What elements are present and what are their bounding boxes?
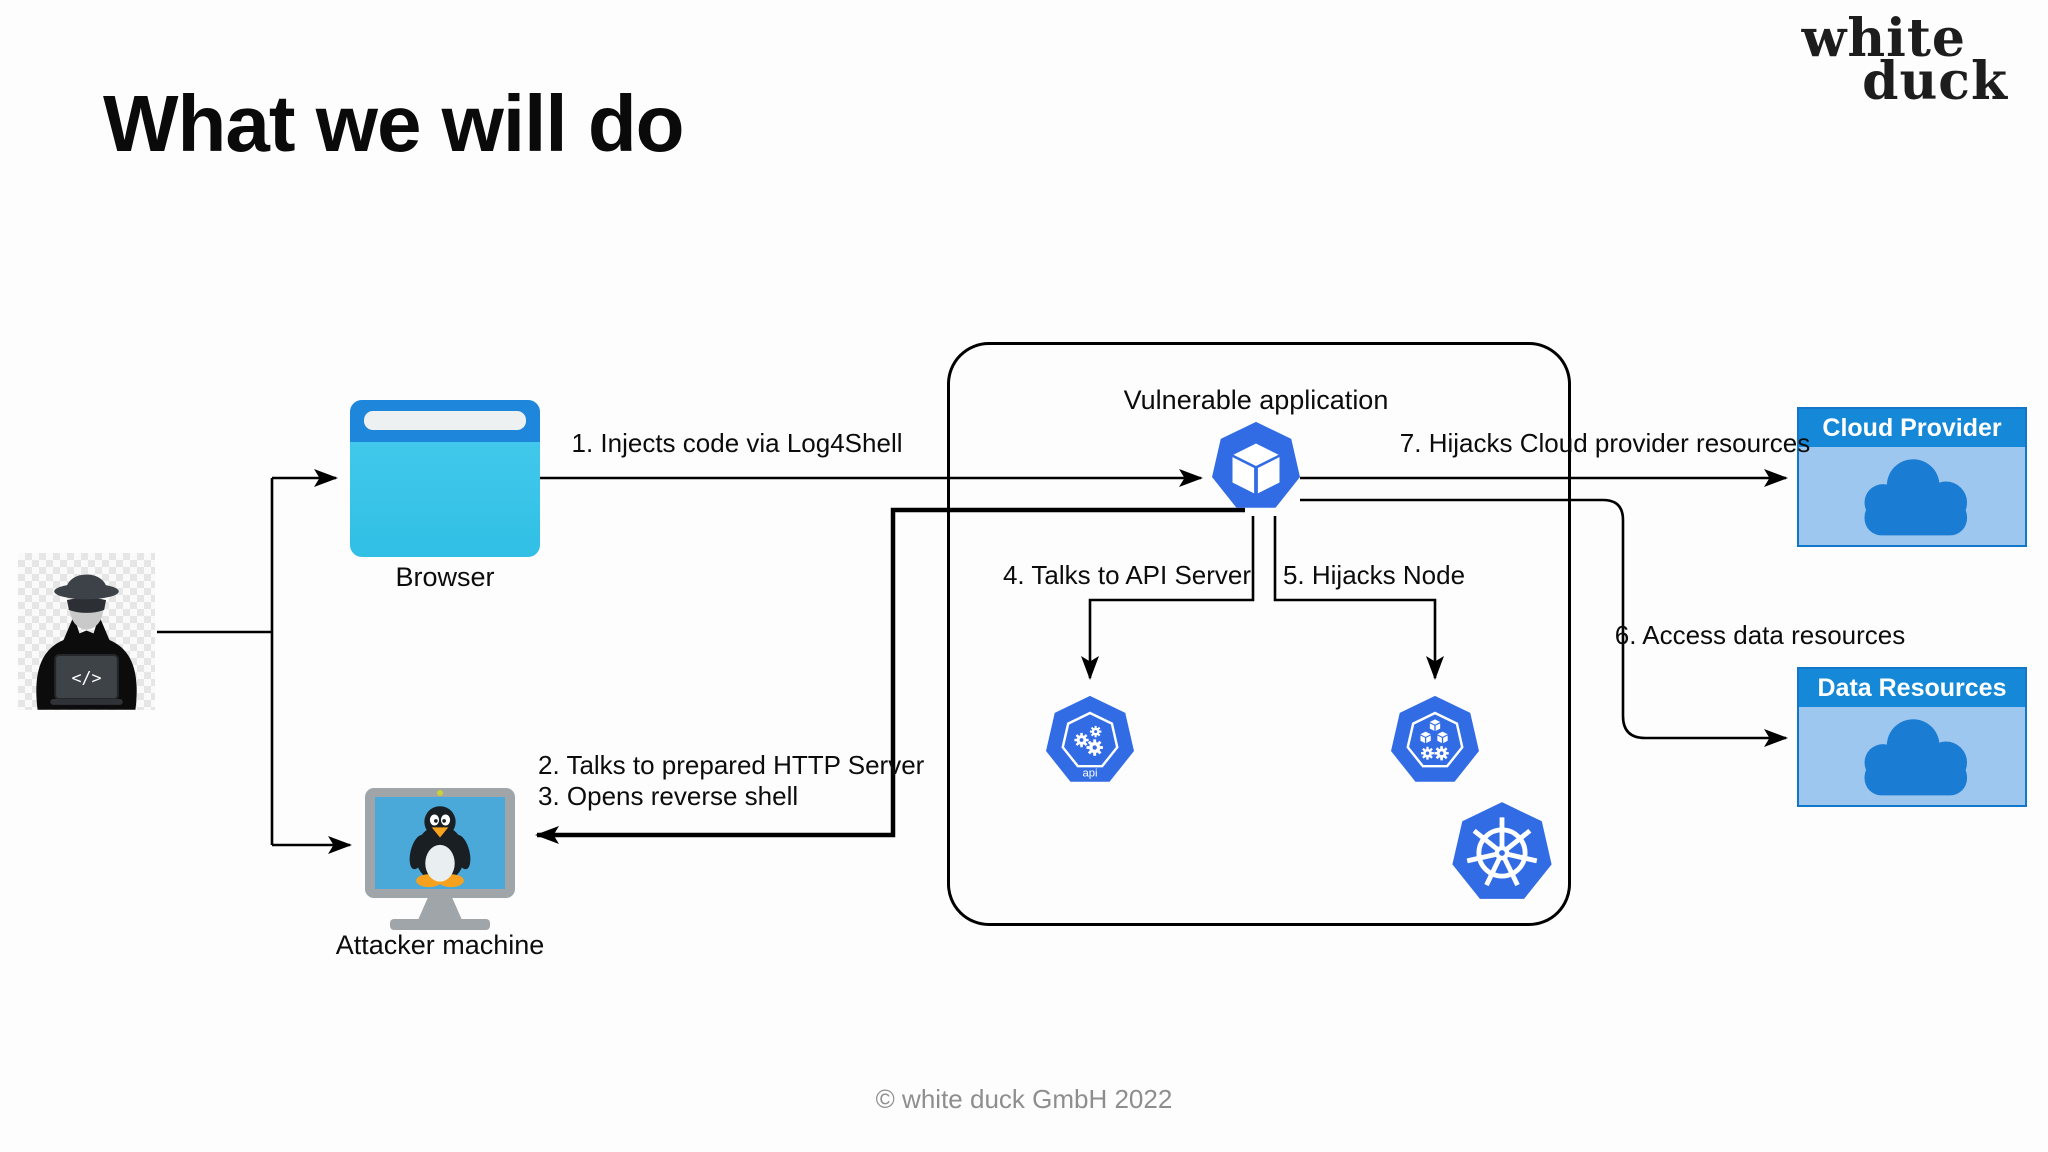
edge-7-label: 7. Hijacks Cloud provider resources — [1399, 428, 1811, 458]
browser-label: Browser — [395, 562, 495, 592]
cloud-icon — [1864, 459, 1967, 536]
cloud-provider-body — [1799, 447, 2025, 545]
vulnerable-application-label: Vulnerable application — [1123, 385, 1389, 415]
edge-2-label: 2. Talks to prepared HTTP Server — [538, 750, 925, 780]
cloud-provider-box: Cloud Provider — [1797, 407, 2027, 547]
kubernetes-node-icon — [1391, 695, 1479, 782]
monitor-webcam-dot — [437, 790, 443, 796]
edge-3-label: 3. Opens reverse shell — [538, 781, 799, 811]
white-duck-logo: white duck — [1801, 8, 2008, 112]
monitor-stand-base — [390, 919, 490, 930]
edge-1-label: 1. Injects code via Log4Shell — [571, 428, 903, 458]
kubernetes-cluster-boundary — [947, 342, 1571, 926]
edge-5-label: 5. Hijacks Node — [1282, 560, 1466, 590]
attacker-machine-icon — [365, 788, 515, 930]
logo-line-2: duck — [1862, 50, 2008, 112]
laptop-code-text: </> — [71, 668, 101, 687]
api-badge-text: api — [1082, 768, 1097, 780]
browser-address-bar — [364, 411, 526, 430]
page-title: What we will do — [103, 79, 685, 168]
browser-title-bar — [350, 400, 540, 442]
edge-6-label: 6. Access data resources — [1614, 620, 1906, 650]
cloud-provider-title: Cloud Provider — [1799, 409, 2025, 447]
hacker-icon: </> — [36, 574, 137, 710]
logo-line-1: white — [1801, 8, 1966, 69]
kubernetes-logo-icon — [1452, 802, 1552, 899]
kubernetes-pod-icon — [1212, 421, 1300, 508]
data-resources-body — [1799, 707, 2025, 805]
attacker-machine-label: Attacker machine — [335, 930, 545, 960]
data-resources-box: Data Resources — [1797, 667, 2027, 807]
cloud-icon — [1864, 719, 1967, 796]
monitor-screen — [375, 797, 505, 889]
kubernetes-api-server-icon: api — [1046, 695, 1134, 782]
monitor-stand-neck — [418, 898, 462, 920]
tux-penguin-icon — [409, 806, 471, 888]
data-resources-title: Data Resources — [1799, 669, 2025, 707]
edge-4-label: 4. Talks to API Server — [1002, 560, 1252, 590]
browser-icon — [350, 400, 540, 557]
copyright-footer: © white duck GmbH 2022 — [875, 1084, 1173, 1114]
attacker-icon: </> — [18, 553, 155, 710]
